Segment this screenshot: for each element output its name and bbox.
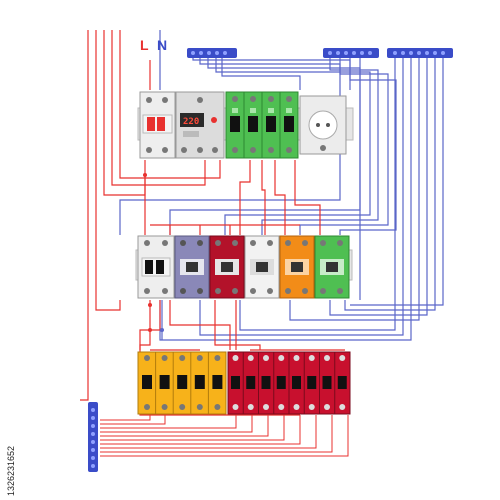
output-wires (100, 415, 349, 457)
neutral-wires (119, 30, 444, 341)
top-main-breaker (139, 91, 176, 159)
voltmeter-reading: 220 (183, 117, 199, 127)
phase-wires (80, 30, 345, 416)
right-top-neutral-bus-1 (323, 48, 379, 58)
top-green-breakers (225, 91, 299, 159)
orange-rcd (279, 235, 315, 299)
yellow-breakers (137, 351, 227, 415)
din-socket (299, 95, 347, 155)
purple-rcd (174, 235, 210, 299)
left-top-neutral-bus (187, 48, 237, 58)
red-rcd (209, 235, 245, 299)
red-breakers (227, 351, 351, 415)
green-rcd (314, 235, 350, 299)
line-label: L (140, 37, 149, 53)
neutral-label: N (157, 37, 167, 53)
voltmeter-relay: 220 (175, 91, 225, 159)
right-top-neutral-bus-2 (387, 48, 453, 58)
middle-main-breaker (137, 235, 175, 299)
junction-dots (143, 173, 164, 332)
white-rcd (244, 235, 280, 299)
bottom-left-neutral-bus (88, 402, 98, 472)
